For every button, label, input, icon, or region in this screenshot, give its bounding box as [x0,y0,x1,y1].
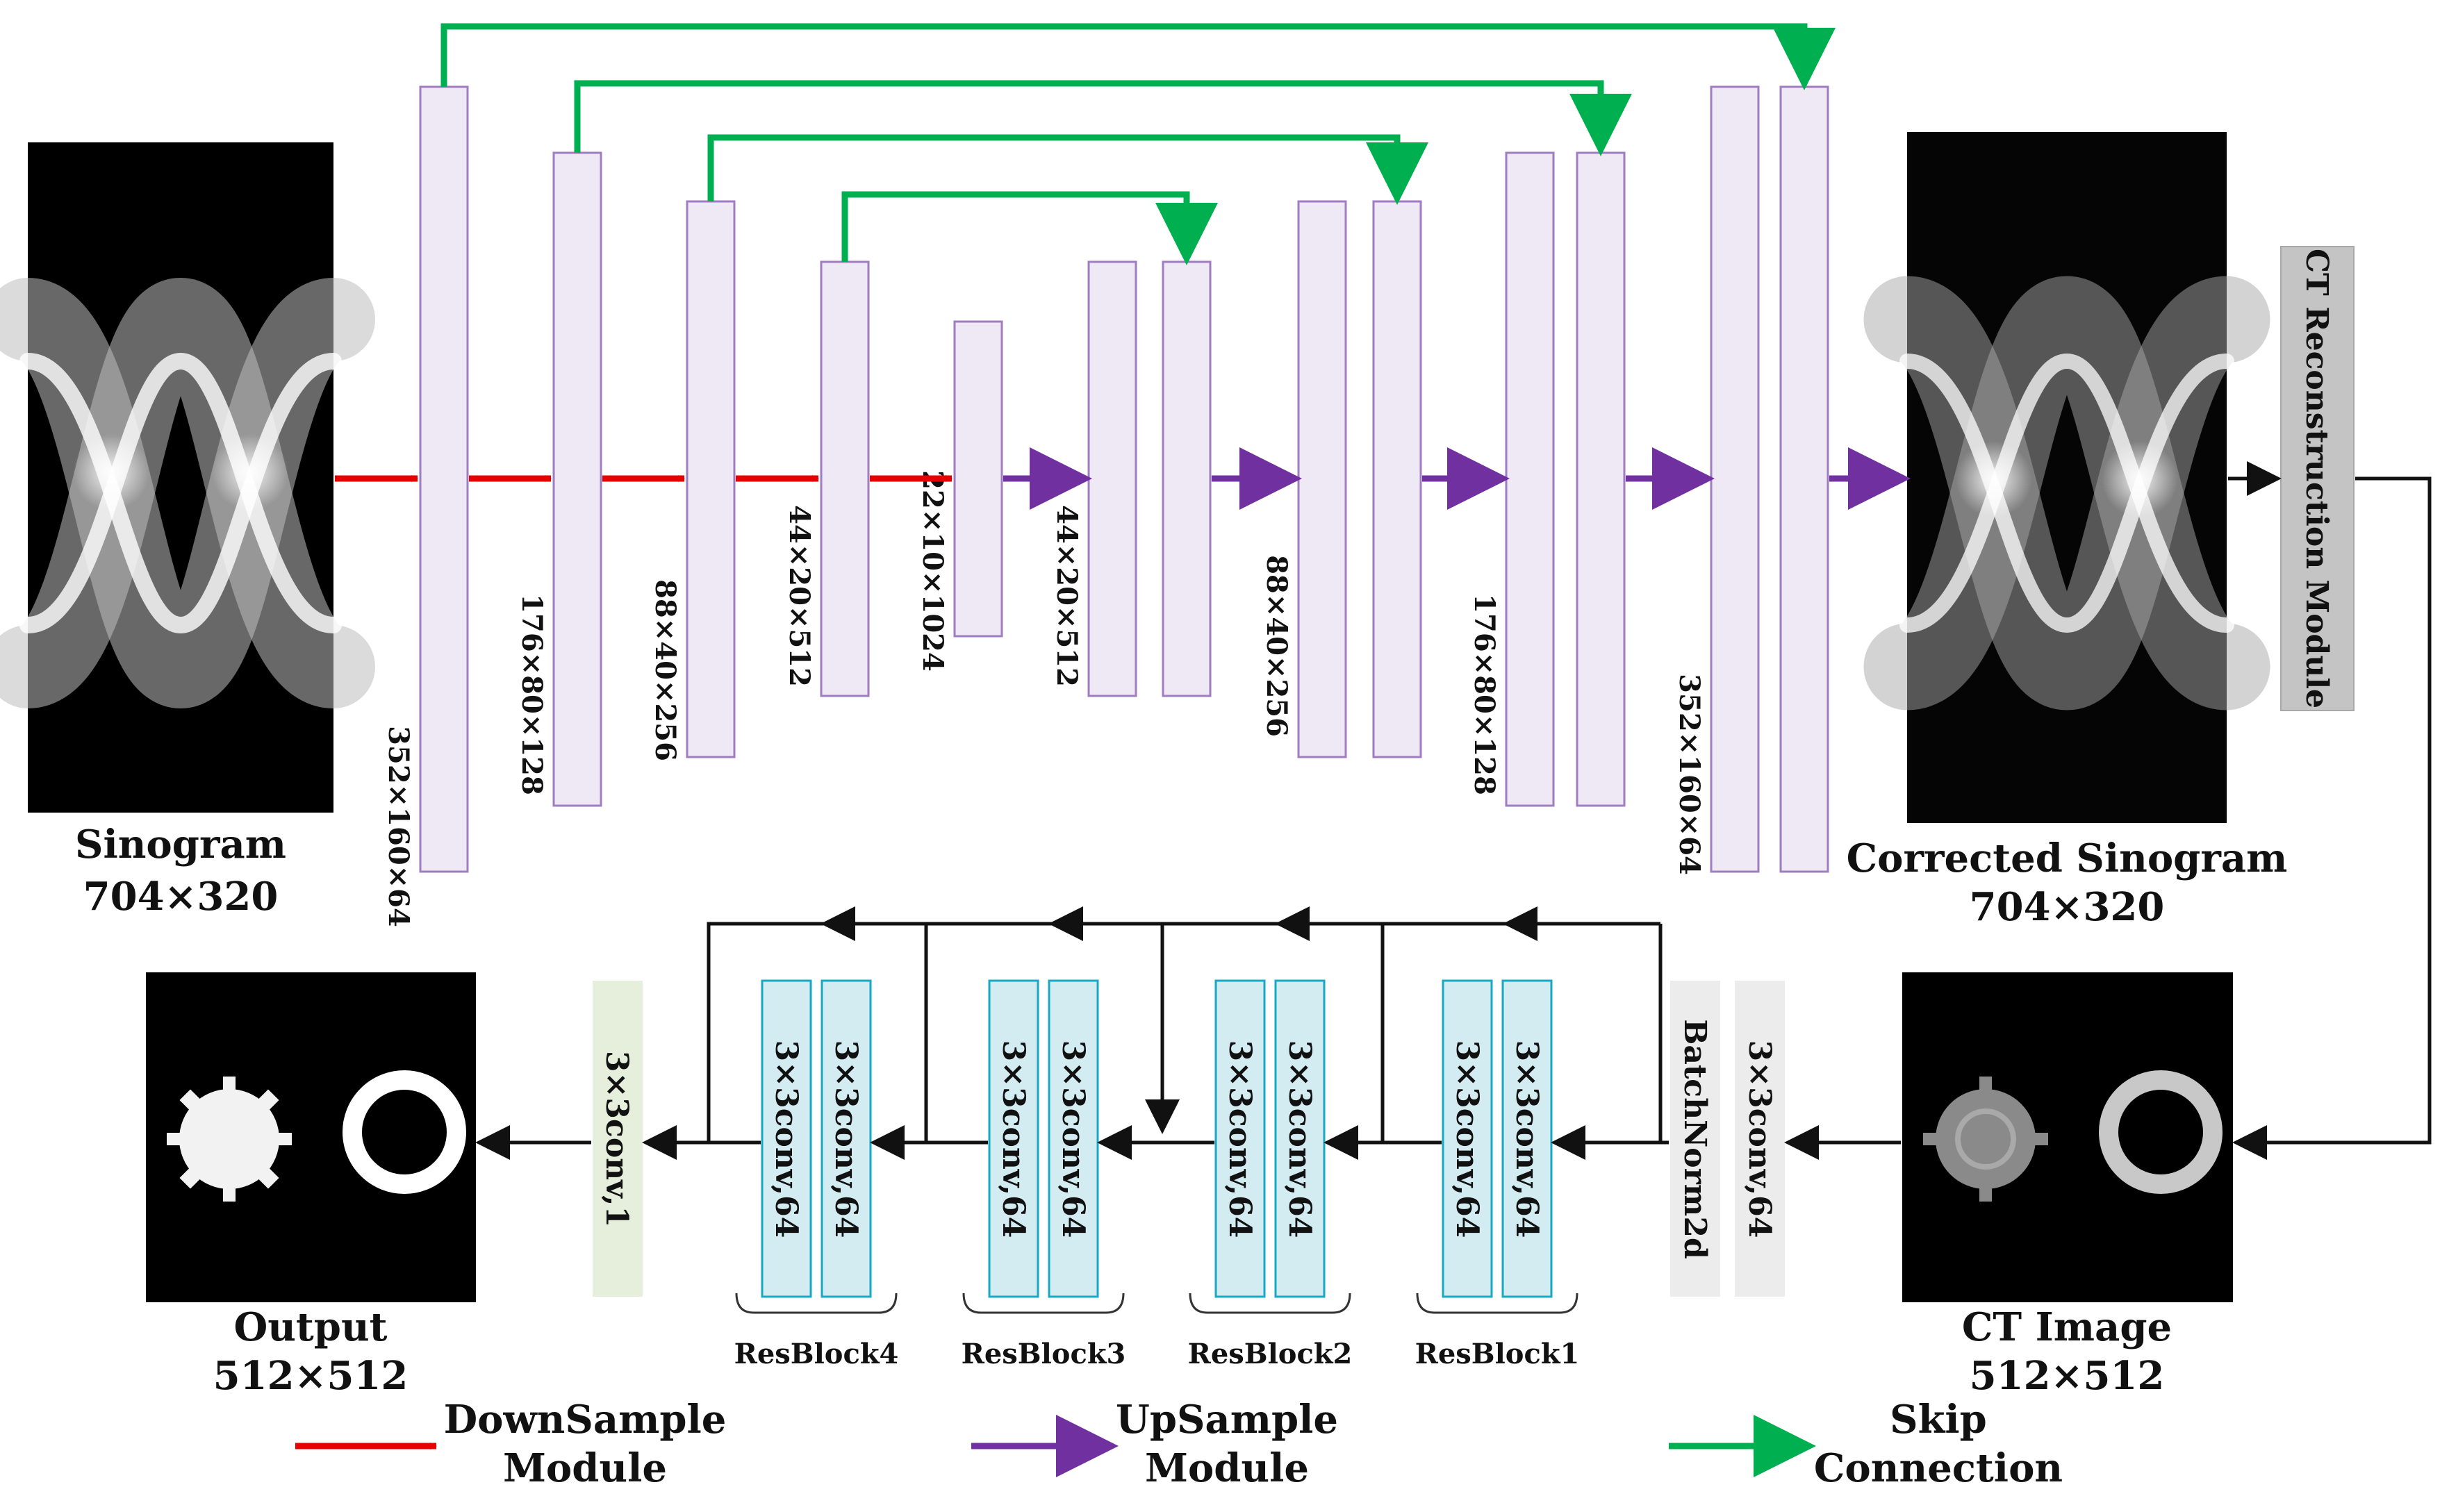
decoder-dim-4: 352×160×64 [1673,674,1706,875]
decoder-skip-concat-1 [1162,260,1212,697]
skip-connections [440,23,1836,265]
encoder-dim-4: 44×20×512 [783,505,816,687]
encoder-feature-map-2 [552,151,602,807]
decoder-dim-1: 44×20×512 [1050,505,1083,687]
resblock4-conv-b-label: 3×3conv,64 [768,1040,804,1238]
resblock1-label: ResBlock1 [1415,1338,1580,1370]
decoder-dim-3: 176×80×128 [1468,594,1501,795]
legend-skip-line2: Connection [1814,1445,2063,1491]
output-size: 512×512 [213,1353,409,1399]
resblock3-label: ResBlock3 [962,1338,1126,1370]
resblock4-conv-b [761,979,812,1298]
sinogram-title: Sinogram [75,822,286,867]
ct-reconstruction-module [2280,246,2355,711]
decoder-dim-2: 88×40×256 [1260,555,1293,737]
encoder-feature-map-3 [686,200,736,758]
final-conv-label: 3×3conv,1 [599,1051,634,1227]
resblock4-conv-a-label: 3×3conv,64 [828,1040,864,1238]
ct-image [1902,972,2233,1302]
resblock1-conv-a-label: 3×3conv,64 [1509,1040,1544,1238]
encoder-dim-3: 88×40×256 [649,579,682,761]
resblock4-label: ResBlock4 [734,1338,899,1370]
decoder-feature-maps [1087,85,1829,873]
bottleneck-feature-map [953,320,1003,638]
legend-upsample-line2: Module [1145,1445,1309,1491]
ct-image-size: 512×512 [1970,1353,2165,1399]
first-conv-label: 3×3conv,64 [1742,1040,1777,1238]
resblock1-conv-a [1501,979,1553,1298]
resblock3-conv-b [988,979,1039,1298]
resblock3-conv-b-label: 3×3conv,64 [996,1040,1031,1238]
encoder-dim-1: 352×160×64 [382,726,415,927]
resblock2-conv-b-label: 3×3conv,64 [1222,1040,1258,1238]
resblock1-conv-b [1442,979,1493,1298]
resblock2-brace [1189,1293,1351,1314]
skip-connection-2 [574,80,1632,156]
skip-connection-1 [440,23,1836,90]
encoder-dim-2: 176×80×128 [516,594,548,795]
ct-image-title: CT Image [1962,1304,2172,1350]
resblock3-brace [962,1293,1125,1314]
legend-downsample-line2: Module [503,1445,667,1491]
decoder-skip-concat-2 [1372,200,1422,758]
encoder-feature-map-4 [820,260,870,697]
sinogram-image [0,142,375,813]
resblock1-conv-b-label: 3×3conv,64 [1449,1040,1485,1238]
output-title: Output [233,1304,387,1350]
output-image [146,972,476,1302]
decoder-upsampled-4 [1710,85,1760,873]
corrected-sinogram-size: 704×320 [1970,884,2165,930]
legend-downsample-line1: DownSample [444,1397,727,1443]
first-conv-block [1735,981,1785,1297]
legend-upsample-line1: UpSample [1116,1397,1338,1443]
encoder-feature-map-1 [419,85,469,873]
skip-connection-4 [841,191,1218,265]
corrected-sinogram-image [1863,132,2270,823]
batchnorm-block [1670,981,1720,1297]
ct-reconstruction-label: CT Reconstruction Module [2299,249,2334,708]
resblock2-conv-a-label: 3×3conv,64 [1282,1040,1317,1238]
decoder-upsampled-3 [1505,151,1555,807]
legend-skip-line1: Skip [1890,1397,1987,1443]
final-conv-block [593,981,643,1297]
skip-connection-3 [707,134,1428,205]
sinogram-size: 704×320 [83,874,279,920]
resblock-braces [735,1293,1578,1314]
decoder-skip-concat-3 [1576,151,1626,807]
decoder-upsampled-1 [1087,260,1137,697]
residual-connections [707,906,1663,1143]
resblock4-brace [735,1293,898,1314]
corrected-sinogram-title: Corrected Sinogram [1847,836,2288,881]
resblock4-conv-a [821,979,872,1298]
batchnorm-label: BatchNorm2d [1677,1019,1713,1259]
residual-merge [707,922,824,1143]
decoder-skip-concat-4 [1779,85,1829,873]
legend: DownSample Module UpSample Module Skip C… [295,1397,2063,1491]
reconstruction-flow-arrows [2228,461,2432,1160]
resblock1-brace [1416,1293,1578,1314]
resblock3-conv-a-label: 3×3conv,64 [1055,1040,1091,1238]
resblock3-conv-a [1048,979,1099,1298]
to-ct-image-arrow [2232,476,2432,1160]
decoder-upsampled-2 [1297,200,1347,758]
resblock2-label: ResBlock2 [1188,1338,1353,1370]
resblock2-conv-b [1214,979,1266,1298]
encoder-dim-5: 22×10×1024 [916,470,949,672]
